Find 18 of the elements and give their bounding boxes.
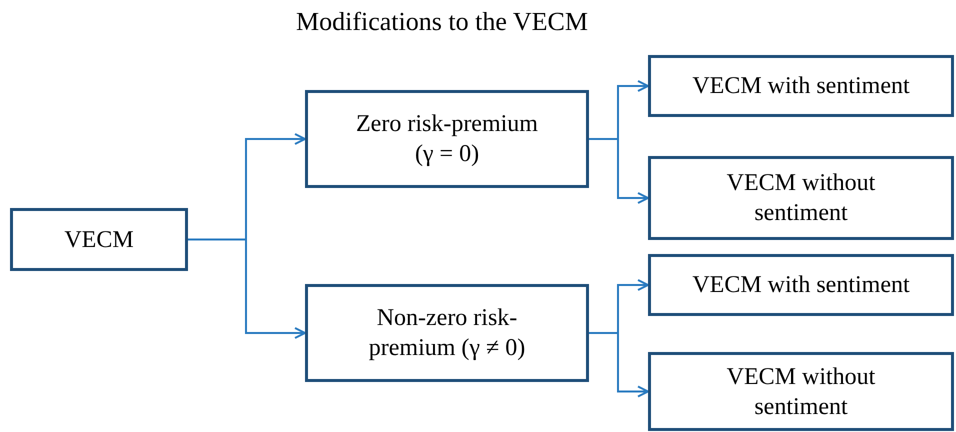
arrow (589, 332, 649, 398)
process-box (648, 352, 954, 431)
process-box (10, 208, 188, 271)
arrow (589, 138, 649, 204)
process-box (305, 284, 589, 382)
box-label: VECM (64, 226, 134, 254)
process-box (305, 90, 589, 188)
box-label: VECM without sentiment (726, 362, 876, 422)
box-label: VECM with sentiment (692, 72, 910, 101)
arrow (188, 238, 306, 339)
process-box (648, 254, 954, 316)
process-box (648, 156, 954, 240)
box-label: Zero risk-premium (γ = 0) (355, 110, 539, 169)
box-label: VECM without sentiment (726, 169, 876, 228)
box-label: Non-zero risk-premium (γ ≠ 0) (368, 304, 526, 363)
process-box (648, 55, 954, 117)
box-label: VECM with sentiment (692, 271, 910, 300)
diagram-title: Modifications to the VECM (296, 6, 588, 38)
